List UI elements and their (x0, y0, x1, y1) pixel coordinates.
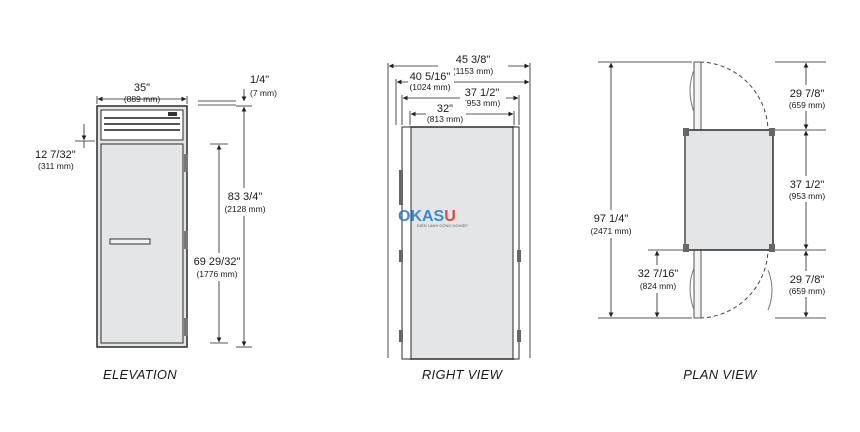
right-view-handle (399, 170, 403, 205)
right-view-cabinet (409, 126, 515, 360)
depth-3-mm: (953 mm) (464, 98, 501, 108)
watermark-subtitle: ĐIỆN LẠNH CÔNG NGHIỆP (417, 223, 468, 228)
door-handle (109, 238, 151, 245)
hinge (517, 250, 521, 262)
elevation-width-label: 35" (134, 82, 150, 94)
depth-2-label: 40 5/16" (410, 71, 451, 83)
hinge (517, 330, 521, 342)
door-swing-arc-bottom (699, 249, 769, 319)
top-offset-mm: (7 mm) (250, 88, 277, 98)
total-height-label: 83 3/4" (228, 191, 263, 203)
door-height-mm: (1776 mm) (196, 269, 237, 279)
elevation-width-mm: (889 mm) (124, 94, 161, 104)
depth-2-mm: (1024 mm) (409, 82, 450, 92)
bottom-clearance-label: 29 7/8" (790, 274, 825, 286)
total-depth-mm: (2471 mm) (590, 226, 631, 236)
right-view-back-edge (512, 126, 520, 360)
top-clearance-label: 29 7/8" (790, 88, 825, 100)
corner-foot (769, 128, 775, 136)
corner-foot (683, 244, 689, 252)
hinge (399, 330, 403, 342)
hinge (184, 154, 188, 172)
plan-cabinet-body (684, 129, 774, 251)
door-swing-label: 32 7/16" (638, 268, 679, 280)
corner-foot (683, 128, 689, 136)
total-height-mm: (2128 mm) (224, 204, 265, 214)
cabinet-depth-mm: (813 mm) (427, 114, 464, 124)
hinge (399, 250, 403, 262)
watermark-logo: OKASU ĐIỆN LẠNH CÔNG NGHIỆP (398, 208, 468, 228)
cabinet-depth-label: 32" (437, 103, 453, 115)
door-swing-mm: (824 mm) (640, 281, 677, 291)
plan-view-caption: PLAN VIEW (683, 367, 758, 382)
corner-foot (769, 244, 775, 252)
right-view-caption: RIGHT VIEW (422, 367, 504, 382)
total-depth-label: 97 1/4" (594, 213, 629, 225)
door-swing-arc-top (699, 61, 769, 131)
vent-height-label: 12 7/32" (35, 149, 76, 161)
top-offset-label: 1/4" (250, 74, 269, 86)
right-view: 45 3/8" (1153 mm) 40 5/16" (1024 mm) 37 … (387, 52, 531, 382)
elevation-view: 35" (889 mm) 1/4" (7 mm) 12 7/32" (311 m… (35, 74, 277, 382)
depth-3-label: 37 1/2" (465, 87, 500, 99)
right-view-door-edge (401, 126, 412, 360)
hinge (184, 318, 188, 336)
body-depth-label: 37 1/2" (790, 179, 825, 191)
logo-badge (168, 112, 177, 116)
plan-view: 29 7/8" (659 mm) 37 1/2" (953 mm) 29 7/8… (586, 61, 830, 382)
bottom-clearance-mm: (659 mm) (789, 286, 826, 296)
door-height-label: 69 29/32" (194, 256, 241, 268)
overall-depth-label: 45 3/8" (456, 54, 491, 66)
open-door-top (693, 61, 702, 131)
elevation-caption: ELEVATION (103, 367, 177, 382)
watermark-text: OKASU (398, 208, 456, 225)
top-clearance-mm: (659 mm) (789, 100, 826, 110)
hinge (184, 231, 188, 249)
overall-depth-mm: (1153 mm) (453, 66, 494, 76)
vent-height-mm: (311 mm) (38, 161, 74, 171)
open-door-bottom (693, 249, 702, 319)
body-depth-mm: (953 mm) (789, 191, 826, 201)
